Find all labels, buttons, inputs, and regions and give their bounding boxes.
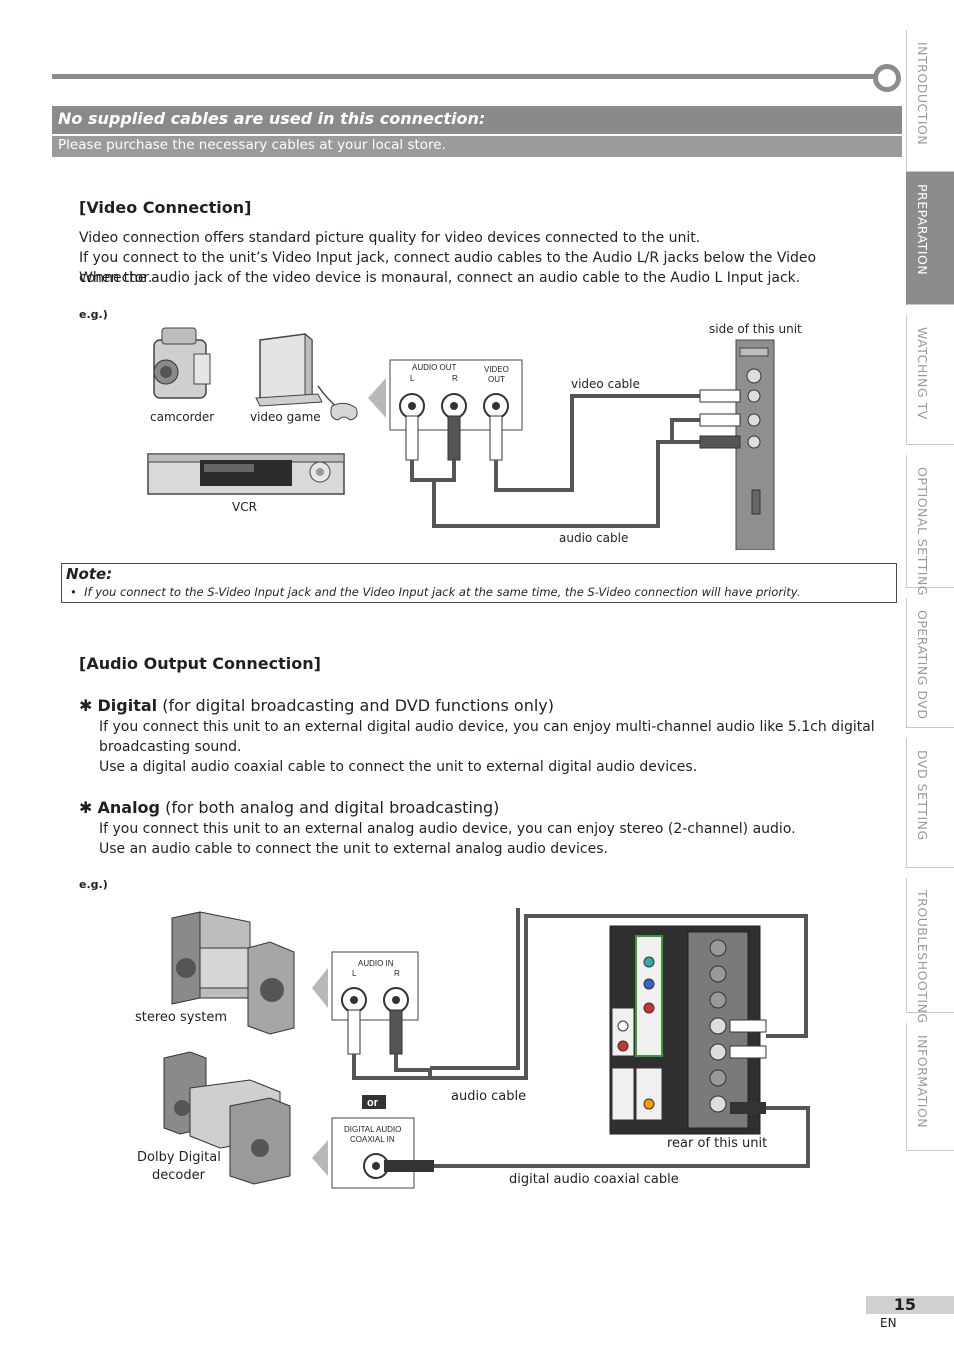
analog-title: Analog xyxy=(97,798,161,817)
digital-coax-label-1: DIGITAL AUDIO xyxy=(344,1125,401,1134)
or-text: or xyxy=(367,1097,379,1109)
rca-jacks xyxy=(399,393,509,419)
dolby-label-2: decoder xyxy=(152,1168,205,1183)
note-box: Note: • If you connect to the S-Video In… xyxy=(61,563,897,603)
camcorder-illustration xyxy=(153,327,211,399)
video-cable-label: video cable xyxy=(571,377,640,391)
audio-cable-label-2: audio cable xyxy=(451,1089,527,1104)
vcr-label: VCR xyxy=(232,500,257,514)
note-bullet: • xyxy=(70,585,77,599)
digital-star-icon: ✱ xyxy=(79,696,93,715)
audio-out-label: AUDIO OUT xyxy=(412,363,457,372)
stereo-system-illustration xyxy=(171,911,295,1035)
video-line-2: If you connect to the unit’s Video Input… xyxy=(79,250,817,286)
cables xyxy=(410,394,700,528)
video-game-illustration xyxy=(255,332,358,421)
note-title: Note: xyxy=(66,565,113,583)
top-rule xyxy=(52,74,882,79)
page-number: 15 xyxy=(866,1296,954,1314)
tab-preparation[interactable]: PREPARATION xyxy=(906,172,954,305)
tab-optional-setting[interactable]: OPTIONAL SETTING xyxy=(906,455,954,596)
banner-title: No supplied cables are used in this conn… xyxy=(52,106,902,134)
audio-in-r-label: R xyxy=(394,969,400,978)
audio-connection-diagram: AUDIO IN L R or DIGITAL AUDIO COAXIAL IN xyxy=(163,908,810,1189)
banner-subtitle: Please purchase the necessary cables at … xyxy=(52,136,902,157)
video-line-1: Video connection offers standard picture… xyxy=(79,230,701,246)
digital-subtitle: (for digital broadcasting and DVD functi… xyxy=(157,696,554,715)
video-out-label-2: OUT xyxy=(488,375,505,384)
page-language: EN xyxy=(880,1316,897,1330)
video-connection-diagram: AUDIO OUT L R VIDEO OUT xyxy=(147,327,775,550)
tab-dvd-setting[interactable]: DVD SETTING xyxy=(906,738,954,868)
audio-in-l-label: L xyxy=(352,969,357,978)
analog-star-icon: ✱ xyxy=(79,798,93,817)
top-rule-circle xyxy=(873,64,901,92)
video-game-label: video game xyxy=(250,410,321,424)
video-line-3: When the audio jack of the video device … xyxy=(79,270,801,286)
direction-arrow-icon xyxy=(368,378,386,418)
note-text: If you connect to the S-Video Input jack… xyxy=(84,585,801,599)
note-item: • If you connect to the S-Video Input ja… xyxy=(70,585,800,599)
direction-arrow-icon-2 xyxy=(312,1140,328,1176)
or-badge xyxy=(362,1095,386,1109)
audio-out-r-label: R xyxy=(452,374,458,383)
video-eg-label: e.g.) xyxy=(79,308,108,321)
digital-coax-label-2: COAXIAL IN xyxy=(350,1135,395,1144)
audio-cables xyxy=(352,908,810,1168)
tab-troubleshooting[interactable]: TROUBLESHOOTING xyxy=(906,878,954,1024)
audio-cable-label: audio cable xyxy=(559,531,629,545)
camcorder-label: camcorder xyxy=(150,410,215,424)
digital-cable-label: digital audio coaxial cable xyxy=(509,1172,679,1187)
dolby-decoder-illustration xyxy=(163,1051,291,1185)
audio-eg-label: e.g.) xyxy=(79,878,108,891)
vcr-illustration xyxy=(147,453,345,495)
rear-of-unit-label: rear of this unit xyxy=(667,1136,768,1151)
analog-subtitle: (for both analog and digital broadcastin… xyxy=(160,798,500,817)
tab-information[interactable]: INFORMATION xyxy=(906,1023,954,1151)
audio-heading: [Audio Output Connection] xyxy=(79,654,321,673)
digital-line-1: If you connect this unit to an external … xyxy=(99,719,875,755)
direction-arrow-icon xyxy=(312,968,328,1008)
tab-operating-dvd[interactable]: OPERATING DVD xyxy=(906,598,954,728)
digital-heading: ✱ Digital (for digital broadcasting and … xyxy=(79,696,554,715)
audio-out-l-label: L xyxy=(410,374,415,383)
digital-line-2: Use a digital audio coaxial cable to con… xyxy=(99,759,698,775)
video-out-label-1: VIDEO xyxy=(484,365,509,374)
rca-plugs xyxy=(405,415,503,461)
video-heading: [Video Connection] xyxy=(79,198,252,217)
stereo-system-label: stereo system xyxy=(135,1010,228,1025)
digital-title: Digital xyxy=(97,696,158,715)
analog-line-2: Use an audio cable to connect the unit t… xyxy=(99,841,608,857)
analog-line-1: If you connect this unit to an external … xyxy=(99,821,796,837)
side-of-unit-label: side of this unit xyxy=(709,322,802,336)
side-connectors xyxy=(699,389,741,449)
tab-watching-tv[interactable]: WATCHING TV xyxy=(906,315,954,445)
audio-in-label: AUDIO IN xyxy=(358,959,394,968)
dolby-label-1: Dolby Digital xyxy=(137,1150,221,1165)
analog-heading: ✱ Analog (for both analog and digital br… xyxy=(79,798,499,817)
tab-introduction[interactable]: INTRODUCTION xyxy=(906,30,954,172)
